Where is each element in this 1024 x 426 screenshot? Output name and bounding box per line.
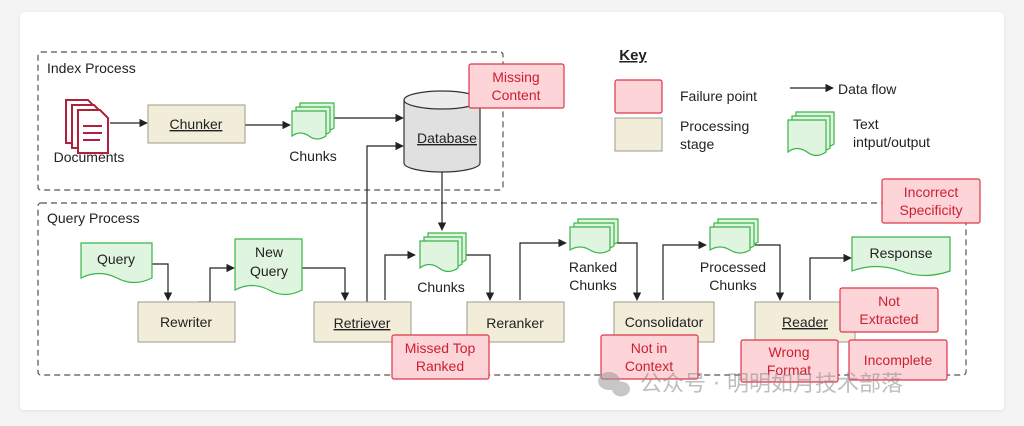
key-text-io-label-line1: Text: [853, 116, 879, 132]
key-failure-label: Failure point: [680, 88, 757, 104]
failure-missed-top-ranked-line1: Missed Top: [405, 340, 476, 356]
query-process-title: Query Process: [47, 210, 140, 226]
reranker-label: Reranker: [486, 315, 544, 331]
key-text-io-icon: [787, 111, 835, 157]
chunker-label: Chunker: [170, 116, 223, 132]
failure-incorrect-specificity-line2: Specificity: [899, 202, 962, 218]
failure-incomplete-label: Incomplete: [864, 352, 933, 368]
query-node: Query: [80, 242, 153, 284]
processed-chunks-icon: [709, 218, 759, 254]
query-process-container: [37, 202, 967, 376]
retrieved-chunks-label: Chunks: [417, 279, 464, 295]
database-label: Database: [417, 130, 477, 146]
retrieved-chunks-icon: [419, 232, 467, 273]
new-query-node: New Query: [234, 238, 303, 296]
new-query-label-line2: Query: [250, 263, 288, 279]
rewriter-node: Rewriter: [137, 301, 236, 343]
failure-not-extracted-line1: Not: [878, 293, 900, 309]
failure-wrong-format-line2: Format: [767, 362, 811, 378]
failure-not-extracted-line2: Extracted: [859, 311, 918, 327]
failure-wrong-format: Wrong Format: [740, 339, 839, 383]
failure-wrong-format-line1: Wrong: [769, 344, 810, 360]
key-failure-swatch: [614, 79, 663, 114]
data-flow-arrows: [110, 83, 852, 306]
processed-chunks-label-line2: Chunks: [709, 277, 756, 293]
key-text-io-label-line2: intput/output: [853, 134, 930, 150]
documents-label: Documents: [54, 149, 125, 165]
index-chunks-icon: [291, 102, 335, 140]
new-query-label-line1: New: [255, 244, 284, 260]
response-label: Response: [869, 245, 932, 261]
documents-icon: [65, 99, 109, 154]
chunker-node: Chunker: [147, 104, 246, 144]
key-title: Key: [619, 47, 647, 64]
rewriter-label: Rewriter: [160, 314, 212, 330]
failure-not-in-context-line1: Not in: [631, 340, 668, 356]
key-stage-label-line1: Processing: [680, 118, 749, 134]
processed-chunks-label-line1: Processed: [700, 259, 766, 275]
failure-incorrect-specificity: Incorrect Specificity: [881, 178, 981, 224]
failure-incomplete: Incomplete: [848, 339, 948, 381]
reader-node: Reader: [754, 301, 856, 343]
failure-not-extracted: Not Extracted: [839, 287, 939, 333]
failure-incorrect-specificity-line1: Incorrect: [904, 184, 959, 200]
watermark: 公众号 · 明明如月技术部落: [598, 372, 903, 397]
ranked-chunks-label-line1: Ranked: [569, 259, 617, 275]
response-node: Response: [851, 236, 951, 277]
failure-missed-top-ranked-line2: Ranked: [416, 358, 464, 374]
key-stage-label-line2: stage: [680, 136, 714, 152]
failure-not-in-context-line2: Context: [625, 358, 673, 374]
database-node: Database: [403, 90, 481, 173]
ranked-chunks-label-line2: Chunks: [569, 277, 616, 293]
failure-missing-content-line2: Content: [491, 87, 540, 103]
failure-missing-content-line1: Missing: [492, 69, 539, 85]
index-process-title: Index Process: [47, 60, 136, 76]
query-label: Query: [97, 251, 135, 267]
wechat-icon: [598, 372, 630, 397]
index-chunks-label: Chunks: [289, 148, 336, 164]
consolidator-label: Consolidator: [625, 314, 704, 330]
key-data-flow-label: Data flow: [838, 81, 897, 97]
failure-missing-content: Missing Content: [468, 63, 565, 109]
ranked-chunks-icon: [569, 218, 619, 254]
failure-missed-top-ranked: Missed Top Ranked: [391, 334, 490, 380]
key-stage-swatch: [614, 117, 663, 152]
failure-not-in-context: Not in Context: [600, 334, 699, 380]
key-legend: Key Failure point Processing stage Data …: [614, 47, 930, 157]
retriever-label: Retriever: [334, 315, 391, 331]
reader-label: Reader: [782, 314, 828, 330]
watermark-text: 公众号 · 明明如月技术部落: [640, 372, 903, 397]
